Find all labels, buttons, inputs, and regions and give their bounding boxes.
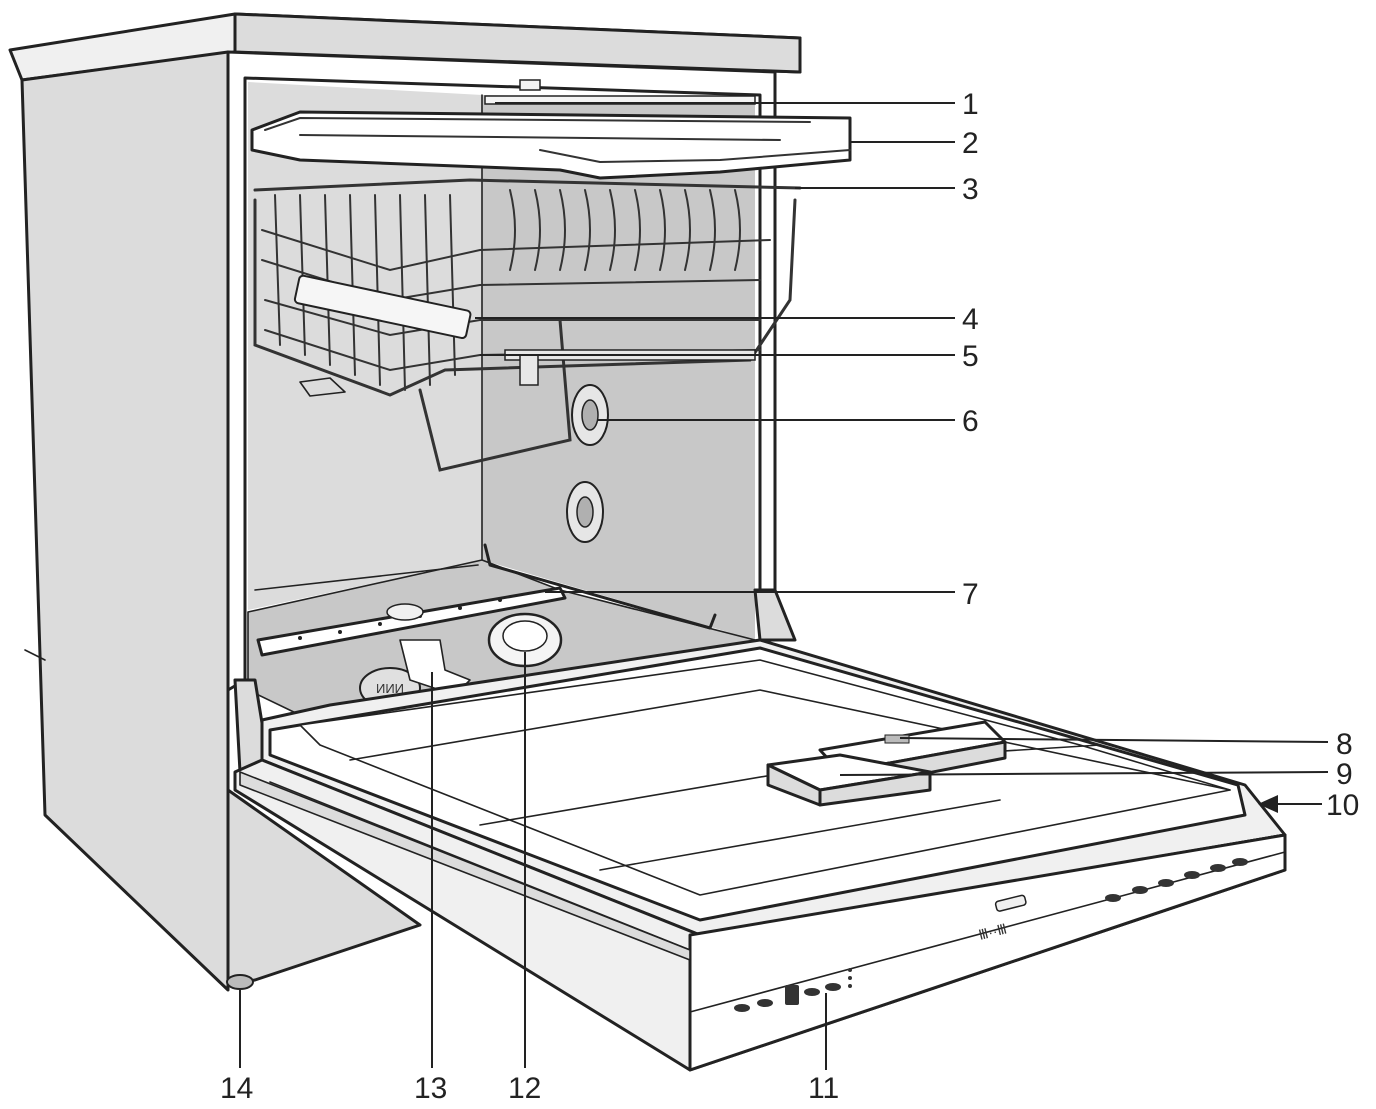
water-inlet-lower [566,481,604,543]
side-panel [20,50,230,992]
option-button[interactable] [804,988,820,996]
button-row-lower [734,968,852,1012]
program-button[interactable] [1132,886,1148,894]
program-button[interactable] [1184,871,1200,879]
program-button[interactable] [1232,858,1248,866]
callout-14: 14 [220,1072,253,1105]
callout-1: 1 [962,88,979,121]
filter-marking: ИИИ [376,681,404,696]
callout-12: 12 [508,1072,541,1105]
cabinet [8,12,802,992]
callout-3: 3 [962,173,979,206]
callout-7: 7 [962,578,979,611]
option-button[interactable] [825,983,841,991]
control-panel [734,858,1248,1012]
leader-lines [239,102,1329,1070]
callout-9: 9 [1336,758,1353,791]
salt-container [487,612,563,668]
basket-adjuster [293,274,472,340]
option-button[interactable] [757,999,773,1007]
callout-13: 13 [414,1072,447,1105]
cutlery-tray [250,110,852,180]
callout-10: 10 [1326,789,1359,822]
door-logo: Ⅲ··Ⅲ [977,920,1009,942]
arrow-10 [1258,795,1278,813]
callout-5: 5 [962,340,979,373]
option-button[interactable] [734,1004,750,1012]
callout-2: 2 [962,127,979,160]
lower-spray-arm [256,586,567,657]
callout-8: 8 [1336,728,1353,761]
rinse-aid-dispenser [766,753,932,807]
program-button[interactable] [1158,879,1174,887]
base-plinth [226,788,422,987]
on-off-button[interactable] [785,985,799,1005]
callout-6: 6 [962,405,979,438]
program-button[interactable] [1105,894,1121,902]
water-inlet-upper [571,384,609,446]
callout-labels: 1 2 3 4 5 6 7 8 9 10 11 12 13 14 [220,88,1359,1105]
callout-4: 4 [962,303,979,336]
callout-11: 11 [808,1072,839,1105]
program-button[interactable] [1210,864,1226,872]
filter-combination: ИИИ [359,639,471,709]
adjustable-foot [226,974,254,990]
upper-basket [253,178,802,472]
plate-tines [509,189,741,271]
tub-interior [247,79,756,721]
button-row-upper [1105,858,1248,902]
